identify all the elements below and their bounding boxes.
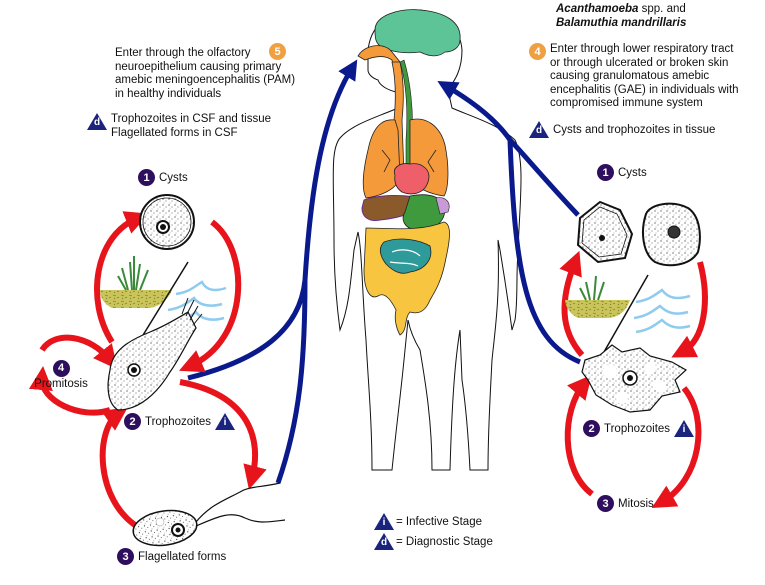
infective-stage-icon: i <box>674 420 695 437</box>
grass <box>579 275 605 301</box>
left-stage-flagellated: 3 Flagellated forms <box>117 548 226 565</box>
cycle-arrow-right-cyst-to-troph <box>671 261 708 358</box>
stage-number: 2 <box>124 413 141 430</box>
cycle-arrow-right-troph-to-mitosis <box>651 386 702 509</box>
diagnostic-stage-icon: d <box>529 121 549 138</box>
acanthamoeba-line: compromised immune system <box>550 97 703 109</box>
body-outline <box>332 9 522 471</box>
legend: i = Infective Stage d = Diagnostic Stage <box>374 513 493 550</box>
acanthamoeba-route-description: Enter through lower respiratory tract or… <box>550 43 739 111</box>
left-trophozoite-illustration <box>107 297 203 411</box>
naegleria-line: neuroepithelium causing primary <box>115 60 282 73</box>
naegleria-line: Enter through the olfactory <box>115 47 251 59</box>
legend-text: = Diagnostic Stage <box>396 535 493 548</box>
left-environment-soil-water <box>100 256 227 341</box>
naegleria-route-description: Enter through the olfactory neuroepithel… <box>115 47 295 101</box>
stage-label: Trophozoites <box>145 415 212 428</box>
flagellate-illustration <box>132 482 286 547</box>
acanthamoeba-diagnostic: d Cysts and trophozoites in tissue <box>529 121 715 138</box>
stage-label: Trophozoites <box>604 422 671 435</box>
species-spp-and: spp. and <box>638 3 686 15</box>
route-step-4: 4 <box>529 43 546 60</box>
diagnostic-stage-icon: d <box>87 113 107 130</box>
species-title: Acanthamoeba spp. and Balamuthia mandril… <box>556 3 686 30</box>
acanthamoeba-line: causing granulomatous amebic <box>550 70 710 82</box>
left-stage-promitosis: 4 Promitosis <box>33 358 89 390</box>
cycle-arrow-promitosis-to-troph <box>39 334 118 370</box>
route-arrows <box>187 59 581 484</box>
soil <box>100 290 172 308</box>
naegleria-diagnostic: d Trophozoites in CSF and tissue Flagell… <box>87 113 271 140</box>
right-cyst-polygonal-illustration <box>576 200 634 264</box>
stage-number: 4 <box>52 359 70 377</box>
left-stage-cysts: 1 Cysts <box>138 169 188 186</box>
stage-label: Flagellated forms <box>138 550 227 563</box>
lung-left <box>362 119 401 199</box>
right-cyst-round-illustration <box>642 202 701 267</box>
left-stage-trophozoites: 2 Trophozoites i <box>124 413 236 430</box>
route-arrow-naegleria-nasal <box>187 59 358 381</box>
diagnostic-stage-icon: d <box>374 533 394 550</box>
stage-number: 3 <box>117 548 134 565</box>
stage-number: 3 <box>597 495 614 512</box>
infective-stage-icon: i <box>374 513 394 530</box>
left-cyst-illustration <box>139 194 195 250</box>
right-environment-soil-water <box>565 274 691 353</box>
legend-item-infective: i = Infective Stage <box>374 513 493 530</box>
legend-item-diagnostic: d = Diagnostic Stage <box>374 533 493 550</box>
cycle-arrow-troph-to-cyst <box>94 211 150 344</box>
cycle-arrow-flagellate-to-troph <box>99 407 140 530</box>
right-cycle-arrows <box>559 250 708 509</box>
naegleria-line: in healthy individuals <box>115 87 222 100</box>
species-balamuthia: Balamuthia mandrillaris <box>556 16 687 29</box>
cycle-arrow-right-troph-to-cyst <box>559 250 585 357</box>
acanthamoeba-line: encephalitis (GAE) in individuals with <box>550 83 739 96</box>
stage-number: 2 <box>583 420 600 437</box>
legend-text: = Infective Stage <box>396 515 482 528</box>
grass <box>117 256 149 291</box>
stage-label: Promitosis <box>34 377 88 390</box>
cycle-arrow-troph-to-promitosis <box>28 366 111 416</box>
stage-number: 1 <box>138 169 155 186</box>
right-trophozoite-illustration <box>581 344 688 413</box>
human-body <box>332 9 522 471</box>
naegleria-line: amebic meningoencephalitis (PAM) <box>115 74 296 86</box>
diagnostic-text: Cysts and trophozoites in tissue <box>553 123 716 136</box>
water-waves <box>633 288 691 334</box>
heart <box>393 163 430 195</box>
spleen <box>435 197 450 215</box>
infective-stage-icon: i <box>215 413 236 430</box>
left-cycle-arrows <box>28 211 267 530</box>
cycle-arrow-cyst-to-troph <box>178 219 242 373</box>
route-step-5: 5 <box>269 43 286 60</box>
acanthamoeba-line: Enter through lower respiratory tract <box>550 43 734 55</box>
species-acanthamoeba: Acanthamoeba <box>556 3 639 15</box>
acanthamoeba-line: or through ulcerated or broken skin <box>550 56 729 69</box>
route-arrow-acanthamoeba-bottom <box>507 139 581 365</box>
soil <box>565 300 630 318</box>
stage-label: Mitosis <box>618 497 654 510</box>
cycle-arrow-troph-to-flagellate <box>179 379 267 490</box>
right-stage-trophozoites: 2 Trophozoites i <box>583 420 695 437</box>
route-arrow-flagellate-join <box>275 279 308 484</box>
diagnostic-line: Trophozoites in CSF and tissue <box>111 113 272 125</box>
diagnostic-line: Flagellated forms in CSF <box>111 126 238 139</box>
right-stage-cysts: 1 Cysts <box>597 164 647 181</box>
stage-label: Cysts <box>618 166 647 179</box>
right-stage-mitosis: 3 Mitosis <box>597 495 654 512</box>
stage-number: 1 <box>597 164 614 181</box>
divider-line <box>603 274 649 353</box>
small-intestine <box>380 238 432 274</box>
divider-line <box>139 261 189 341</box>
stage-label: Cysts <box>159 171 188 184</box>
cycle-arrow-right-mitosis-to-troph <box>564 374 594 497</box>
water-waves <box>167 280 227 326</box>
